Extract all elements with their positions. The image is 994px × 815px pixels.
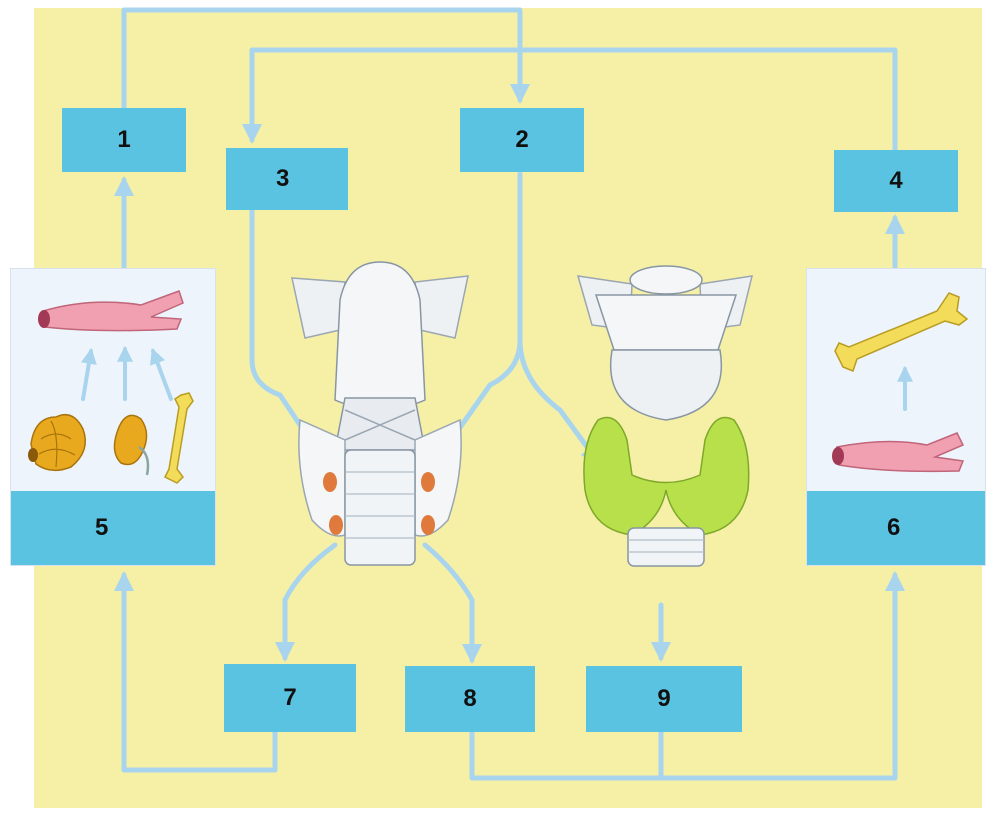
kidney-icon [114, 415, 148, 475]
box-1: 1 [62, 108, 186, 172]
parathyroid-gland [421, 472, 435, 492]
arrow-2-to-thyroid [520, 340, 598, 462]
side-panel-right: 6 [806, 268, 986, 566]
box-7: 7 [224, 664, 356, 732]
right-panel-illustration [807, 269, 985, 491]
arrow-parathyroid-to-7 [285, 545, 335, 658]
box-6: 6 [807, 491, 985, 565]
bone-icon [165, 393, 193, 483]
arrow-parathyroid-to-8 [425, 545, 472, 660]
box-2: 2 [460, 108, 584, 172]
box-5: 5 [11, 491, 215, 565]
blood-vessel-icon [38, 291, 183, 331]
box-9: 9 [586, 666, 742, 732]
thyroid-gland [584, 418, 749, 536]
box-8: 8 [405, 666, 535, 732]
parathyroid-gland [323, 472, 337, 492]
side-panel-left: 5 [10, 268, 216, 566]
arrow-1-to-2 [124, 10, 520, 108]
larynx-posterior-illustration [292, 262, 468, 565]
intestine-icon [28, 415, 85, 471]
left-panel-illustration [11, 269, 215, 491]
box-6-label: 6 [807, 491, 985, 565]
box-5-label: 5 [11, 491, 215, 565]
larynx-anterior-illustration [578, 266, 752, 566]
bone-icon [835, 293, 967, 371]
parathyroid-gland [421, 515, 435, 535]
blood-vessel-icon [832, 433, 963, 471]
box-3: 3 [226, 148, 348, 210]
box-4: 4 [834, 150, 958, 212]
parathyroid-gland [329, 515, 343, 535]
